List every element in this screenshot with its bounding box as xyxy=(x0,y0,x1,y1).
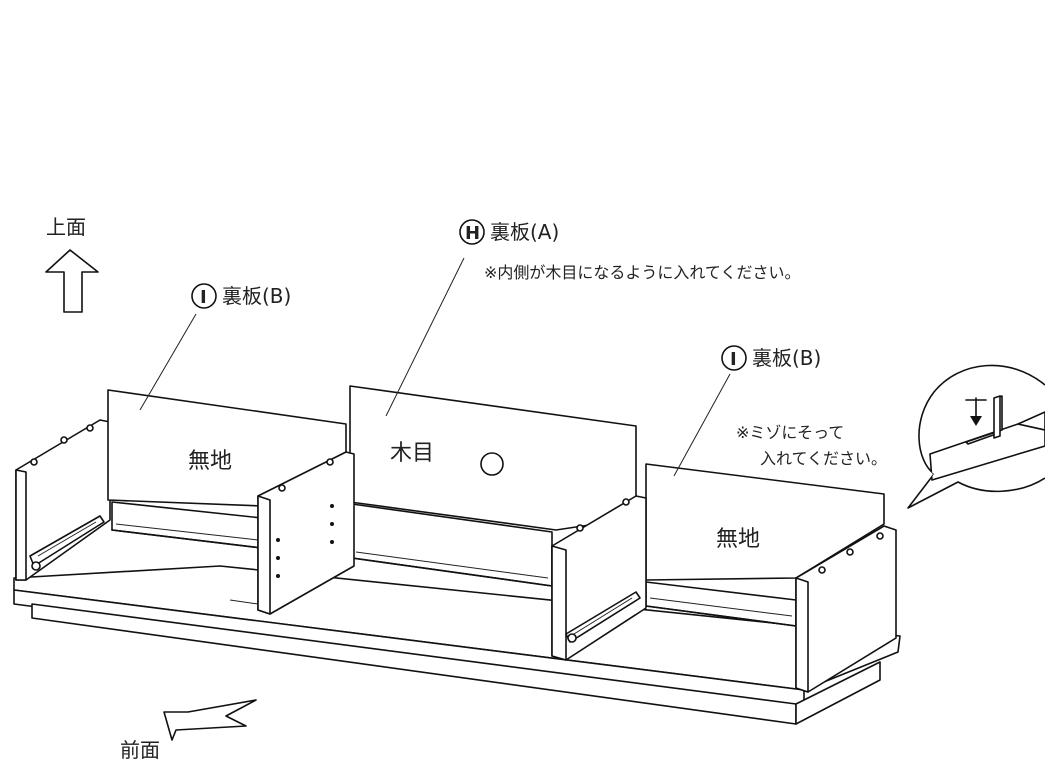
top-direction-label: 上面 xyxy=(46,215,86,239)
part-i-left-name: 裏板(B) xyxy=(222,284,291,308)
center-panel-label: 木目 xyxy=(390,441,434,466)
callout-part-i-left: I 裏板(B) xyxy=(191,283,291,309)
part-h-mark: H xyxy=(465,223,480,244)
front-direction-label: 前面 xyxy=(120,738,160,762)
front-arrow-icon xyxy=(163,699,257,741)
part-i-right-name: 裏板(B) xyxy=(752,346,821,370)
left-panel-label: 無地 xyxy=(188,449,232,474)
right-panel-label: 無地 xyxy=(716,527,760,552)
leader-lines xyxy=(139,257,731,477)
base-board xyxy=(13,565,901,725)
callout-part-h: H 裏板(A) ※内側が木目になるように入れてください。 xyxy=(459,219,800,282)
right-back-panel-i: 無地 xyxy=(645,463,885,627)
part-h-name: 裏板(A) xyxy=(490,220,559,244)
left-divider xyxy=(257,451,355,615)
part-i-right-mark: I xyxy=(730,349,737,370)
left-side-panel xyxy=(15,419,111,581)
right-side-panel xyxy=(795,525,897,693)
right-divider xyxy=(551,495,647,661)
groove-detail-bubble xyxy=(907,364,1045,509)
part-h-note: ※内側が木目になるように入れてください。 xyxy=(484,263,800,282)
center-back-panel-h: 木目 xyxy=(349,385,637,587)
groove-note-line1: ※ミゾにそって xyxy=(736,423,844,442)
part-i-left-mark: I xyxy=(200,287,207,308)
cable-hole xyxy=(480,452,504,476)
groove-note-line2: 入れてください。 xyxy=(760,449,887,468)
callout-part-i-right: I 裏板(B) xyxy=(721,345,821,371)
up-arrow-icon xyxy=(45,249,99,313)
